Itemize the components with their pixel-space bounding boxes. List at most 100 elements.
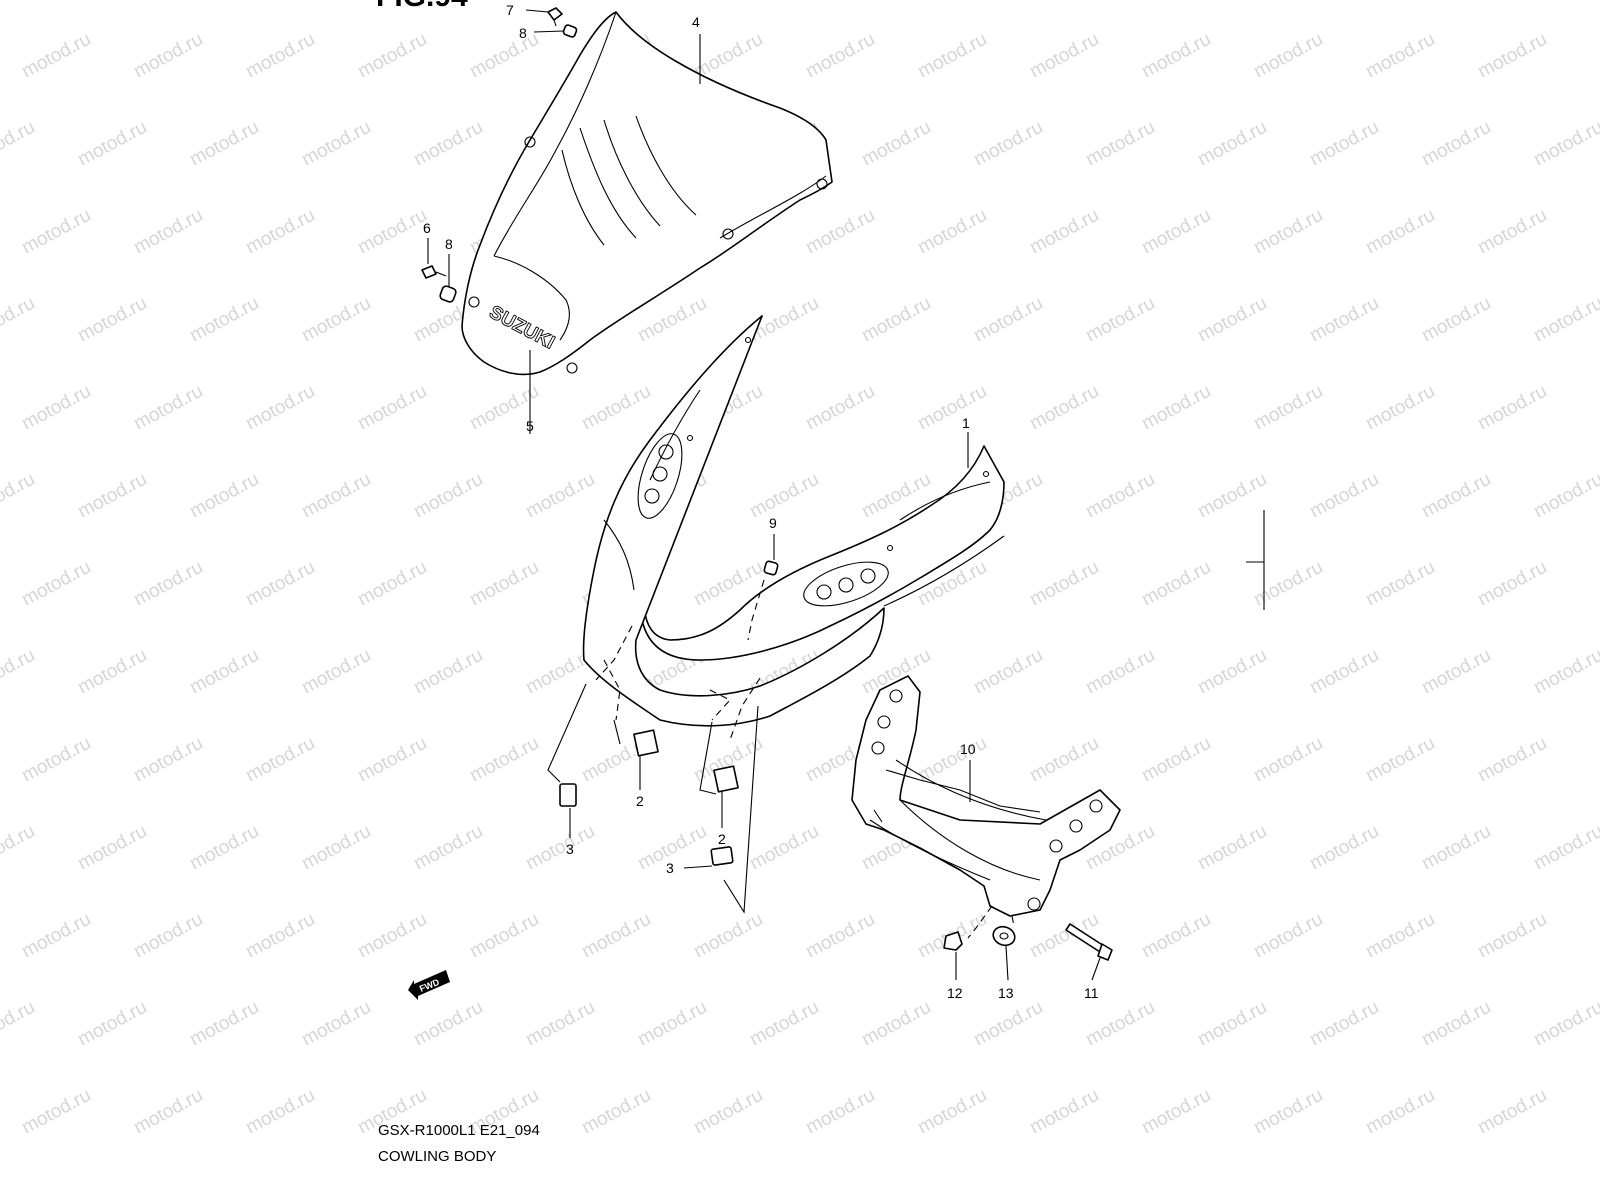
windscreen: SUZUKI — [461, 11, 833, 376]
watermark-text: motod.ru — [0, 821, 39, 875]
watermark-text: motod.ru — [858, 293, 934, 347]
watermark-text: motod.ru — [1138, 381, 1214, 435]
watermark-text: motod.ru — [1530, 997, 1600, 1051]
watermark-text: motod.ru — [1250, 909, 1326, 963]
nut-8-side — [439, 285, 457, 303]
watermark-text: motod.ru — [130, 1085, 206, 1139]
watermark-text: motod.ru — [802, 29, 878, 83]
fwd-label: FWD — [418, 977, 441, 994]
callout-3-right: 3 — [666, 860, 674, 876]
watermark-text: motod.ru — [0, 293, 39, 347]
watermark-text: motod.ru — [354, 557, 430, 611]
watermark-text: motod.ru — [1026, 909, 1102, 963]
watermark-text: motod.ru — [0, 645, 39, 699]
watermark-text: motod.ru — [1474, 1085, 1550, 1139]
watermark-text: motod.ru — [522, 469, 598, 523]
watermark-text: motod.ru — [1362, 381, 1438, 435]
watermark-text: motod.ru — [914, 205, 990, 259]
callout-1: 1 — [962, 415, 970, 431]
watermark-text: motod.ru — [1250, 29, 1326, 83]
watermark-text: motod.ru — [410, 469, 486, 523]
watermark-text: motod.ru — [1026, 29, 1102, 83]
watermark-text: motod.ru — [130, 733, 206, 787]
watermark-text: motod.ru — [1474, 381, 1550, 435]
watermark-text: motod.ru — [1530, 469, 1600, 523]
watermark-text: motod.ru — [1082, 117, 1158, 171]
cushion-3-right — [710, 846, 734, 866]
watermark-text: motod.ru — [746, 997, 822, 1051]
watermark-text: motod.ru — [354, 205, 430, 259]
watermark-text: motod.ru — [1474, 557, 1550, 611]
watermark-text: motod.ru — [1138, 733, 1214, 787]
callout-labels: 7 8 4 6 8 5 1 9 10 2 2 3 3 12 13 11 — [423, 2, 1099, 1001]
watermark-text: motod.ru — [0, 997, 39, 1051]
callout-2-right: 2 — [718, 831, 726, 847]
cushion-2-right — [713, 765, 739, 793]
watermark-text: motod.ru — [186, 997, 262, 1051]
nut-12 — [943, 931, 963, 951]
watermark-text: motod.ru — [1418, 117, 1494, 171]
watermark-text: motod.ru — [130, 205, 206, 259]
watermark-text: motod.ru — [1026, 381, 1102, 435]
watermark-text: motod.ru — [242, 557, 318, 611]
watermark-text: motod.ru — [1474, 205, 1550, 259]
callout-8-top: 8 — [519, 25, 527, 41]
watermark-text: motod.ru — [1306, 117, 1382, 171]
watermark-text: motod.ru — [18, 909, 94, 963]
screw-7 — [547, 7, 563, 27]
watermark-text: motod.ru — [1194, 293, 1270, 347]
watermark-text: motod.ru — [186, 821, 262, 875]
watermark-text: motod.ru — [1082, 645, 1158, 699]
watermark-text: motod.ru — [74, 645, 150, 699]
watermark-text: motod.ru — [130, 29, 206, 83]
watermark-text: motod.ru — [1306, 469, 1382, 523]
watermark-text: motod.ru — [130, 381, 206, 435]
watermark-text: motod.ru — [1194, 821, 1270, 875]
watermark-text: motod.ru — [1138, 29, 1214, 83]
watermark-text: motod.ru — [1474, 733, 1550, 787]
watermark-text: motod.ru — [74, 997, 150, 1051]
callout-8-side: 8 — [445, 236, 453, 252]
watermark-text: motod.ru — [1194, 117, 1270, 171]
watermark-text: motod.ru — [354, 381, 430, 435]
watermark-text: motod.ru — [578, 381, 654, 435]
callout-13: 13 — [998, 985, 1014, 1001]
model-code: GSX-R1000L1 E21_094 — [378, 1122, 540, 1139]
callout-12: 12 — [947, 985, 963, 1001]
watermark-text: motod.ru — [298, 821, 374, 875]
callout-9: 9 — [769, 515, 777, 531]
callout-2-left: 2 — [636, 793, 644, 809]
watermark-text: motod.ru — [802, 381, 878, 435]
watermark-text: motod.ru — [18, 381, 94, 435]
watermark-text: motod.ru — [74, 821, 150, 875]
watermark-text: motod.ru — [1138, 557, 1214, 611]
watermark-text: motod.ru — [1362, 909, 1438, 963]
watermark-text: motod.ru — [354, 29, 430, 83]
watermark-text: motod.ru — [18, 205, 94, 259]
watermark-text: motod.ru — [690, 909, 766, 963]
watermark-text: motod.ru — [1418, 821, 1494, 875]
watermark-text: motod.ru — [186, 469, 262, 523]
watermark-text: motod.ru — [970, 117, 1046, 171]
watermark-text: motod.ru — [466, 733, 542, 787]
watermark-text: motod.ru — [970, 293, 1046, 347]
watermark-text: motod.ru — [858, 997, 934, 1051]
watermark-text: motod.ru — [1250, 557, 1326, 611]
watermark-text: motod.ru — [410, 645, 486, 699]
watermark-text: motod.ru — [242, 909, 318, 963]
fwd-arrow-icon: FWD — [408, 970, 450, 1000]
watermark-text: motod.ru — [690, 1085, 766, 1139]
watermark-text: motod.ru — [802, 909, 878, 963]
watermark-text: motod.ru — [634, 997, 710, 1051]
watermark-text: motod.ru — [1306, 821, 1382, 875]
watermark-text: motod.ru — [130, 557, 206, 611]
watermark-text: motod.ru — [858, 117, 934, 171]
watermark-text: motod.ru — [18, 557, 94, 611]
watermark-text: motod.ru — [578, 909, 654, 963]
watermark-text: motod.ru — [1362, 557, 1438, 611]
callout-5: 5 — [526, 418, 534, 434]
watermark-text: motod.ru — [1194, 645, 1270, 699]
watermark-text: motod.ru — [466, 29, 542, 83]
watermark-text: motod.ru — [1026, 1085, 1102, 1139]
watermark-text: motod.ru — [1418, 997, 1494, 1051]
